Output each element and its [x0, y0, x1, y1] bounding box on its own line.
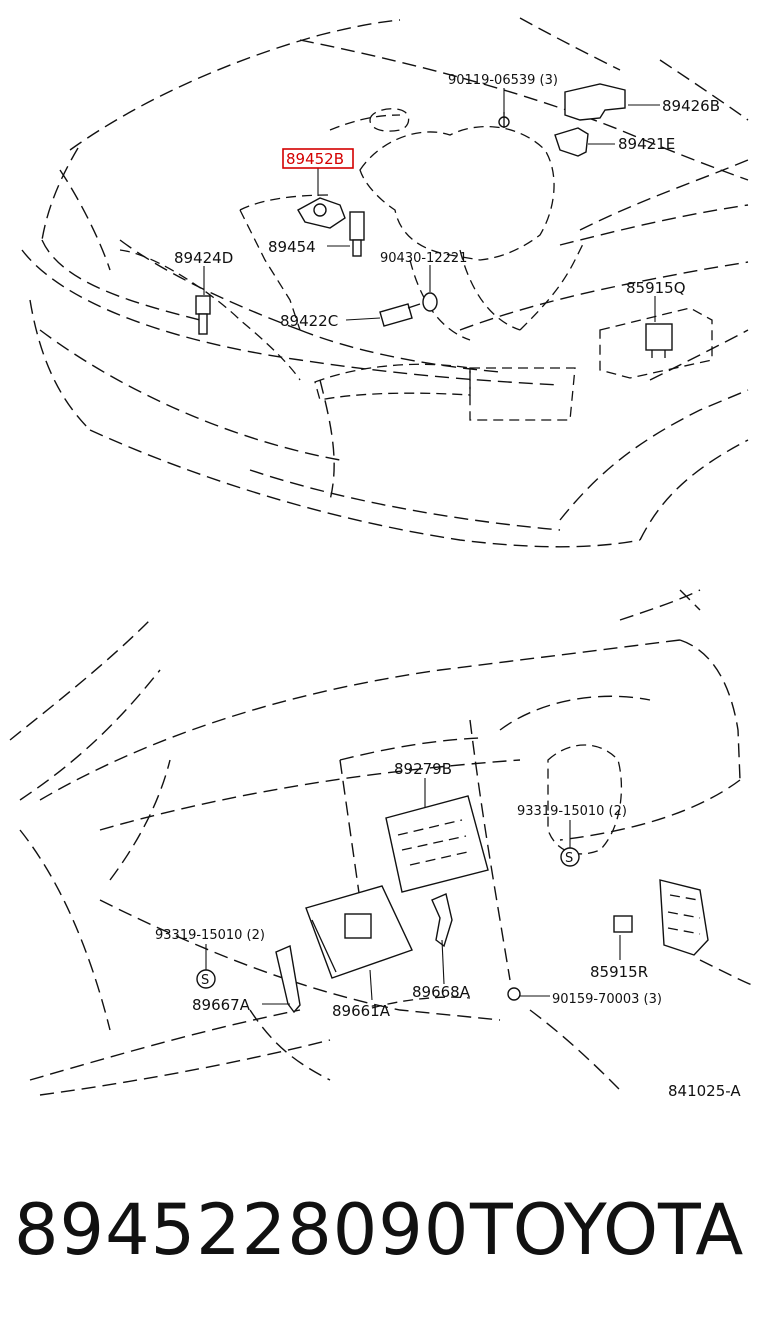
diagram-reference: 841025-A: [668, 1082, 741, 1100]
sensor-89424D-icon: [195, 295, 211, 335]
label-89668A: 89668A: [412, 983, 471, 1001]
bracket-89426B-icon: [564, 83, 626, 121]
footer: 8945228090 TOYOTA: [0, 1180, 760, 1290]
label-89279B: 89279B: [394, 760, 452, 778]
sensor-89454-icon: [349, 211, 365, 257]
label-89421E: 89421E: [618, 135, 675, 153]
bracket-89667A-icon: [275, 945, 301, 1014]
label-89661A: 89661A: [332, 1002, 391, 1020]
sensor-89422C-icon: [379, 303, 421, 327]
junction-block-icon: [659, 879, 709, 956]
highlight-box: [282, 148, 354, 169]
leader-lines-top: [203, 88, 660, 322]
label-89426B: 89426B: [662, 97, 720, 115]
label-93319-a: 93319-15010 (2): [517, 804, 627, 819]
brand-name: TOYOTA: [470, 1189, 744, 1271]
s-mark-b-text: S: [201, 973, 209, 988]
label-93319-b: 93319-15010 (2): [155, 928, 265, 943]
relay-85915R-icon: [613, 915, 633, 933]
bolt-90119-icon: [498, 112, 510, 128]
label-89454: 89454: [268, 238, 316, 256]
parts-diagram: 90119-06539 (3) 89426B 89421E 89452B 894…: [9, 17, 753, 1100]
screw-90159-icon: [507, 987, 521, 1001]
label-89422C: 89422C: [280, 312, 338, 330]
s-mark-b-icon: S: [196, 969, 216, 989]
leader-lines-bottom: [205, 778, 621, 1005]
label-89667A: 89667A: [192, 996, 251, 1014]
dashboard-outline: [9, 589, 753, 1096]
label-89452B: 89452B: [286, 150, 344, 168]
label-85915R: 85915R: [590, 963, 648, 981]
part-number: 8945228090: [14, 1189, 470, 1271]
label-90119: 90119-06539 (3): [448, 73, 558, 88]
label-90430: 90430-12221: [380, 251, 467, 266]
ecu-89279B-icon: [385, 795, 489, 893]
gasket-90430-icon: [422, 292, 438, 312]
label-89424D: 89424D: [174, 249, 233, 267]
sensor-89452B-icon: [297, 197, 346, 229]
sensor-89421E-icon: [554, 127, 589, 157]
s-mark-a-text: S: [565, 851, 573, 866]
car-front-outline: [21, 17, 749, 548]
s-mark-a-icon: S: [560, 847, 580, 867]
label-90159: 90159-70003 (3): [552, 992, 662, 1007]
bracket-89668A-icon: [431, 893, 453, 948]
label-85915Q: 85915Q: [626, 279, 686, 297]
module-89661A-icon: [305, 885, 413, 979]
relay-85915Q-icon: [599, 307, 713, 379]
